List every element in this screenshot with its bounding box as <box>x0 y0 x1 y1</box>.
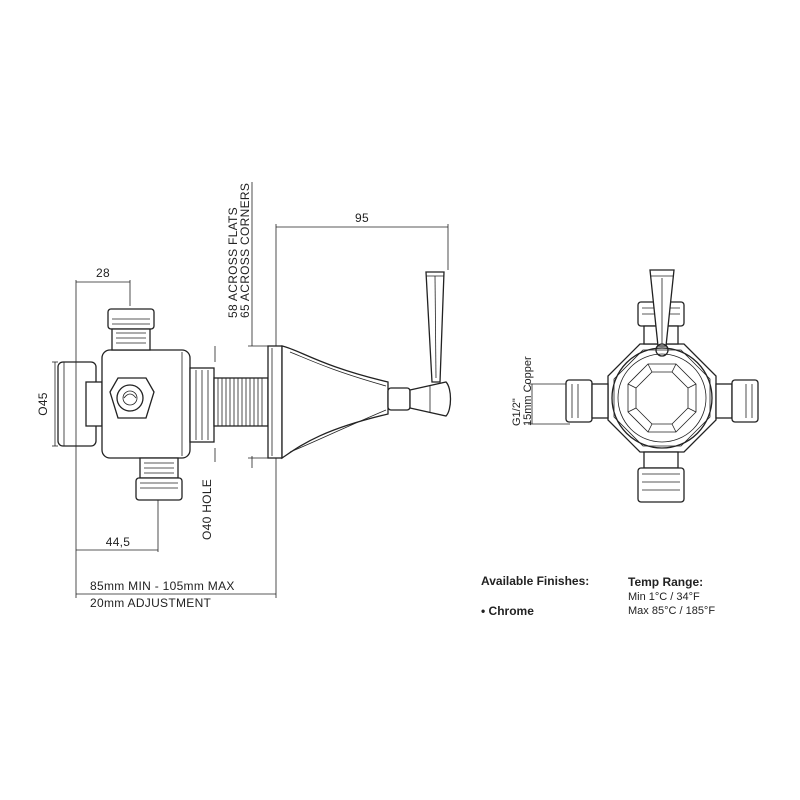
end-view <box>565 269 759 503</box>
dim-across-flats: 58 ACROSS FLATS <box>226 207 240 318</box>
temp-min: Min 1°C / 34°F <box>628 591 700 603</box>
finishes-title: Available Finishes: <box>481 574 590 588</box>
dim-connection-size: G1/2" <box>511 398 523 426</box>
dim-28: 28 <box>96 266 110 280</box>
temp-range-title: Temp Range: <box>628 575 704 589</box>
dim-wall-range: 85mm MIN - 105mm MAX <box>90 579 235 593</box>
side-view <box>57 271 452 501</box>
dim-across-corners: 65 ACROSS CORNERS <box>238 183 252 318</box>
dim-95: 95 <box>355 211 369 225</box>
dimension-text: 95 28 O45 44,5 85mm MIN - 105mm MAX 20mm… <box>36 183 534 610</box>
temp-max: Max 85°C / 185°F <box>628 605 716 617</box>
dimension-lines <box>52 182 570 598</box>
dim-pipe-size: 15mm Copper <box>522 356 534 426</box>
dim-44-5: 44,5 <box>106 535 131 549</box>
dim-body-diameter: O45 <box>36 392 50 416</box>
dim-adjustment: 20mm ADJUSTMENT <box>90 596 212 610</box>
dim-hole: O40 HOLE <box>200 479 214 540</box>
finish-chrome: • Chrome <box>481 604 534 618</box>
